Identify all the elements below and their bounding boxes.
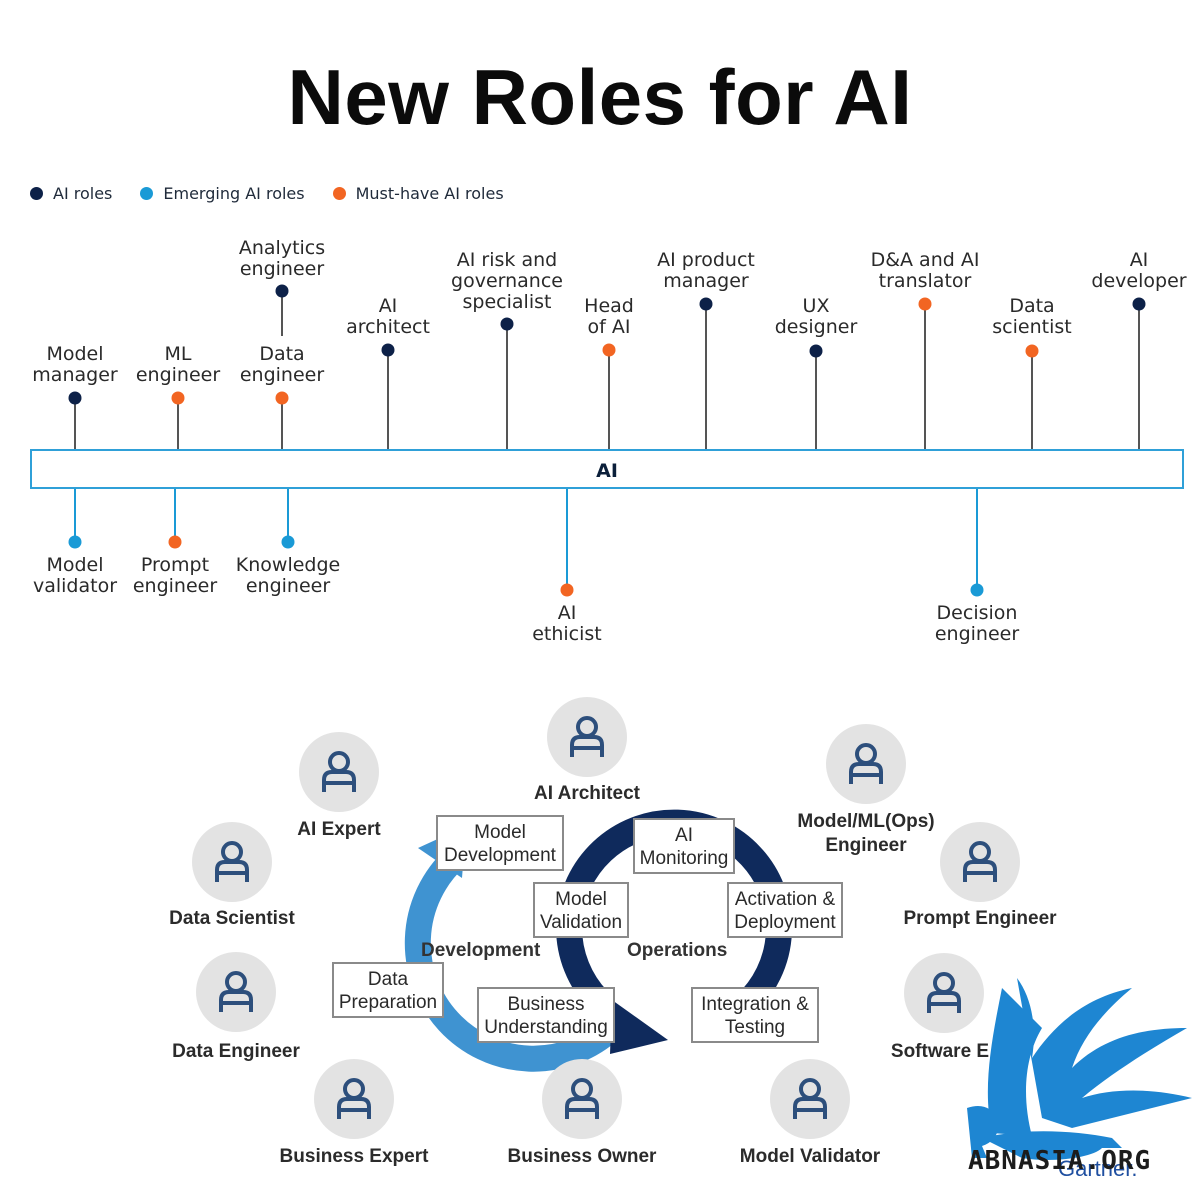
role-dot bbox=[171, 391, 185, 405]
role-label-below: Model validator bbox=[32, 554, 118, 597]
griffin-logo-icon bbox=[967, 978, 1192, 1160]
person-icon bbox=[219, 971, 253, 1012]
person-avatar bbox=[770, 1059, 850, 1139]
person-icon bbox=[963, 841, 997, 882]
role-label-above: D&A and AI translator bbox=[870, 249, 980, 292]
role-dot bbox=[68, 391, 82, 405]
person-avatar bbox=[314, 1059, 394, 1139]
person-icon bbox=[849, 743, 883, 784]
page-title: New Roles for AI bbox=[287, 53, 913, 141]
person-avatar bbox=[826, 724, 906, 804]
person-icon bbox=[927, 972, 961, 1013]
role-label-above: Model manager bbox=[32, 343, 118, 386]
role-label-above: Data engineer bbox=[239, 343, 325, 386]
step-activation-deployment: Activation & Deployment bbox=[727, 882, 843, 938]
role-label-above: Data scientist bbox=[992, 295, 1072, 338]
role-dot bbox=[275, 391, 289, 405]
step-integration-testing: Integration & Testing bbox=[691, 987, 819, 1043]
legend-dot-emerging bbox=[140, 187, 154, 200]
role-label-above: UX designer bbox=[774, 295, 858, 338]
person-avatar bbox=[547, 697, 627, 777]
role-dot bbox=[809, 344, 823, 358]
watermark-text: ABNASIA.ORG bbox=[968, 1146, 1152, 1176]
step-model-development: Model Development bbox=[436, 815, 564, 871]
role-dot bbox=[381, 343, 395, 357]
step-data-preparation: Data Preparation bbox=[332, 962, 444, 1018]
person-avatar bbox=[196, 952, 276, 1032]
role-label-below: Decision engineer bbox=[934, 602, 1020, 645]
person-label: Data Engineer bbox=[172, 1041, 300, 1062]
person-label: Business Expert bbox=[279, 1146, 429, 1167]
person-icon bbox=[215, 841, 249, 882]
role-dot bbox=[68, 535, 82, 549]
gartner-label: Gartner. bbox=[1058, 1156, 1138, 1181]
legend-label-must-have: Must-have AI roles bbox=[355, 184, 504, 203]
role-label-above: AI architect bbox=[346, 295, 430, 338]
person-label: Software E bbox=[890, 1041, 990, 1062]
person-label: AI Expert bbox=[297, 819, 381, 840]
person-label: Model/ML(Ops) Engineer bbox=[797, 811, 935, 856]
person-avatar bbox=[940, 822, 1020, 902]
step-ai-monitoring: AI Monitoring bbox=[633, 818, 735, 874]
role-label-above: AI product manager bbox=[657, 249, 755, 292]
person-label: Model Validator bbox=[739, 1146, 881, 1167]
role-dot bbox=[1132, 297, 1146, 311]
person-avatar bbox=[299, 732, 379, 812]
role-dot bbox=[168, 535, 182, 549]
phase-operations: Operations bbox=[627, 940, 728, 961]
timeline-stems bbox=[68, 284, 1146, 597]
person-avatar bbox=[904, 953, 984, 1033]
legend-dot-must-have bbox=[332, 187, 346, 200]
role-dot bbox=[918, 297, 932, 311]
step-model-validation: Model Validation bbox=[533, 882, 629, 938]
person-avatar bbox=[542, 1059, 622, 1139]
person-icon bbox=[793, 1078, 827, 1119]
role-dot bbox=[560, 583, 574, 597]
person-icon bbox=[337, 1078, 371, 1119]
development-loop bbox=[404, 848, 621, 1072]
legend-label-ai-roles: AI roles bbox=[53, 184, 113, 203]
role-label-above: AI developer bbox=[1091, 249, 1187, 292]
step-business-understanding: Business Understanding bbox=[477, 987, 615, 1043]
legend: AI roles Emerging AI roles Must-have AI … bbox=[30, 184, 504, 203]
ai-bar-label: AI bbox=[596, 460, 618, 482]
role-dot bbox=[281, 535, 295, 549]
role-label-above: Analytics engineer bbox=[238, 237, 326, 280]
phase-development: Development bbox=[421, 940, 541, 961]
role-label-above: ML engineer bbox=[135, 343, 221, 386]
role-dot bbox=[970, 583, 984, 597]
role-label-below: Prompt engineer bbox=[132, 554, 218, 597]
legend-item-must-have: Must-have AI roles bbox=[332, 184, 504, 203]
role-dot bbox=[602, 343, 616, 357]
person-icon bbox=[570, 716, 604, 757]
person-icon bbox=[565, 1078, 599, 1119]
role-label-above: Head of AI bbox=[584, 295, 634, 338]
legend-label-emerging: Emerging AI roles bbox=[163, 184, 305, 203]
person-avatar bbox=[192, 822, 272, 902]
person-label: Business Owner bbox=[507, 1146, 657, 1167]
role-label-below: AI ethicist bbox=[532, 602, 602, 645]
person-label: Prompt Engineer bbox=[903, 908, 1057, 929]
legend-dot-ai-roles bbox=[30, 187, 43, 200]
role-dot bbox=[1025, 344, 1039, 358]
legend-item-emerging: Emerging AI roles bbox=[140, 184, 305, 203]
person-label: AI Architect bbox=[534, 783, 640, 804]
person-icon bbox=[322, 751, 356, 792]
role-label-above: AI risk and governance specialist bbox=[451, 249, 563, 313]
ai-bar: AI bbox=[30, 449, 1184, 489]
role-dot bbox=[500, 317, 514, 331]
role-dot bbox=[275, 284, 289, 298]
role-dot bbox=[699, 297, 713, 311]
operations-arrow-head bbox=[610, 1000, 668, 1054]
role-label-below: Knowledge engineer bbox=[235, 554, 341, 597]
legend-item-ai-roles: AI roles bbox=[30, 184, 112, 203]
person-label: Data Scientist bbox=[169, 908, 295, 929]
